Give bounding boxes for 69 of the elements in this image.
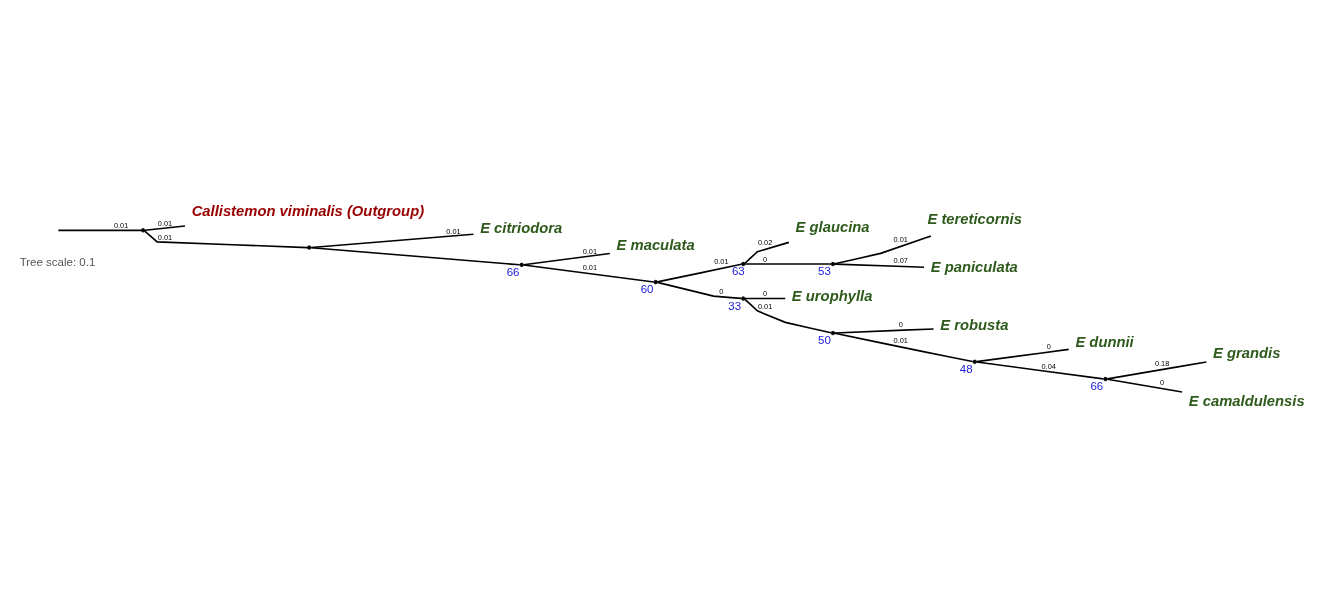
connector — [975, 360, 1105, 380]
connector — [744, 241, 790, 264]
node-text: E tereticornis — [927, 210, 1022, 227]
node-point — [519, 262, 524, 267]
edge-label: 0.01 — [757, 301, 773, 311]
node-label: 50 — [818, 333, 831, 346]
edge-label: 0.01 — [446, 226, 461, 236]
node-point — [140, 227, 146, 232]
edge-label: 0.01 — [893, 234, 908, 244]
node-label: 66 — [1090, 379, 1104, 392]
node-text: E citriodora — [480, 219, 563, 236]
edge-label: 0 — [719, 286, 724, 296]
connector — [656, 281, 743, 299]
connector — [144, 224, 186, 231]
node-text: E dunnii — [1075, 333, 1134, 350]
node-label: 33 — [728, 299, 742, 312]
edge-label: 0.01 — [714, 256, 729, 266]
node-point — [307, 244, 312, 250]
edge-label: 0.01 — [582, 262, 598, 272]
edge-label: 0 — [763, 254, 768, 264]
connector — [834, 262, 925, 268]
node-point — [741, 261, 746, 266]
node-text: E camaldulensis — [1188, 392, 1305, 409]
connector — [834, 234, 932, 265]
edge-label: 0.01 — [113, 220, 129, 230]
node-label: 48 — [959, 362, 973, 375]
node-text: Callistemon viminalis (Outgroup) — [191, 202, 425, 219]
node-point — [830, 330, 836, 335]
edge-label: 0.01 — [157, 232, 173, 242]
connector — [143, 229, 309, 248]
connector — [1106, 360, 1208, 380]
node-point — [741, 295, 746, 301]
edge-label: 0.02 — [757, 237, 773, 247]
node-label: 66 — [506, 265, 520, 278]
node-text: E urophylla — [791, 287, 873, 304]
node-text: E paniculata — [930, 258, 1018, 275]
edge-label: 0 — [898, 319, 903, 329]
edge-label: 0.01 — [157, 218, 173, 228]
node-point — [830, 261, 836, 266]
edge-label: 0.04 — [1041, 361, 1056, 371]
connector — [834, 327, 935, 334]
connector — [744, 262, 832, 265]
connector — [744, 298, 832, 334]
node-text: E grandis — [1213, 344, 1281, 361]
edge-label: 0.18 — [1154, 358, 1170, 368]
node-point — [1103, 376, 1108, 381]
edge-label: 0 — [1160, 377, 1165, 387]
node-text: E maculata — [616, 236, 695, 253]
edge-label: 0 — [1046, 341, 1051, 351]
connector — [310, 246, 521, 266]
node-label: 63 — [731, 264, 745, 277]
edge-label: 0.01 — [582, 246, 598, 256]
node-point — [972, 359, 977, 364]
connector — [522, 263, 655, 283]
connector — [656, 262, 743, 283]
node-text: E robusta — [940, 316, 1009, 333]
connector — [310, 232, 475, 248]
edge-label: 0 — [763, 288, 768, 298]
node-label: 60 — [640, 282, 654, 295]
node-point — [653, 279, 658, 284]
connector — [744, 297, 787, 299]
edge-label: 0.01 — [893, 335, 908, 345]
connector — [833, 331, 974, 362]
connector — [1106, 377, 1183, 393]
node-label: 53 — [818, 264, 831, 277]
label: Tree scale: 0.1 — [19, 255, 96, 268]
connector — [57, 229, 142, 231]
node-text: E glaucina — [795, 218, 870, 235]
edge-label: 0.07 — [893, 255, 908, 265]
